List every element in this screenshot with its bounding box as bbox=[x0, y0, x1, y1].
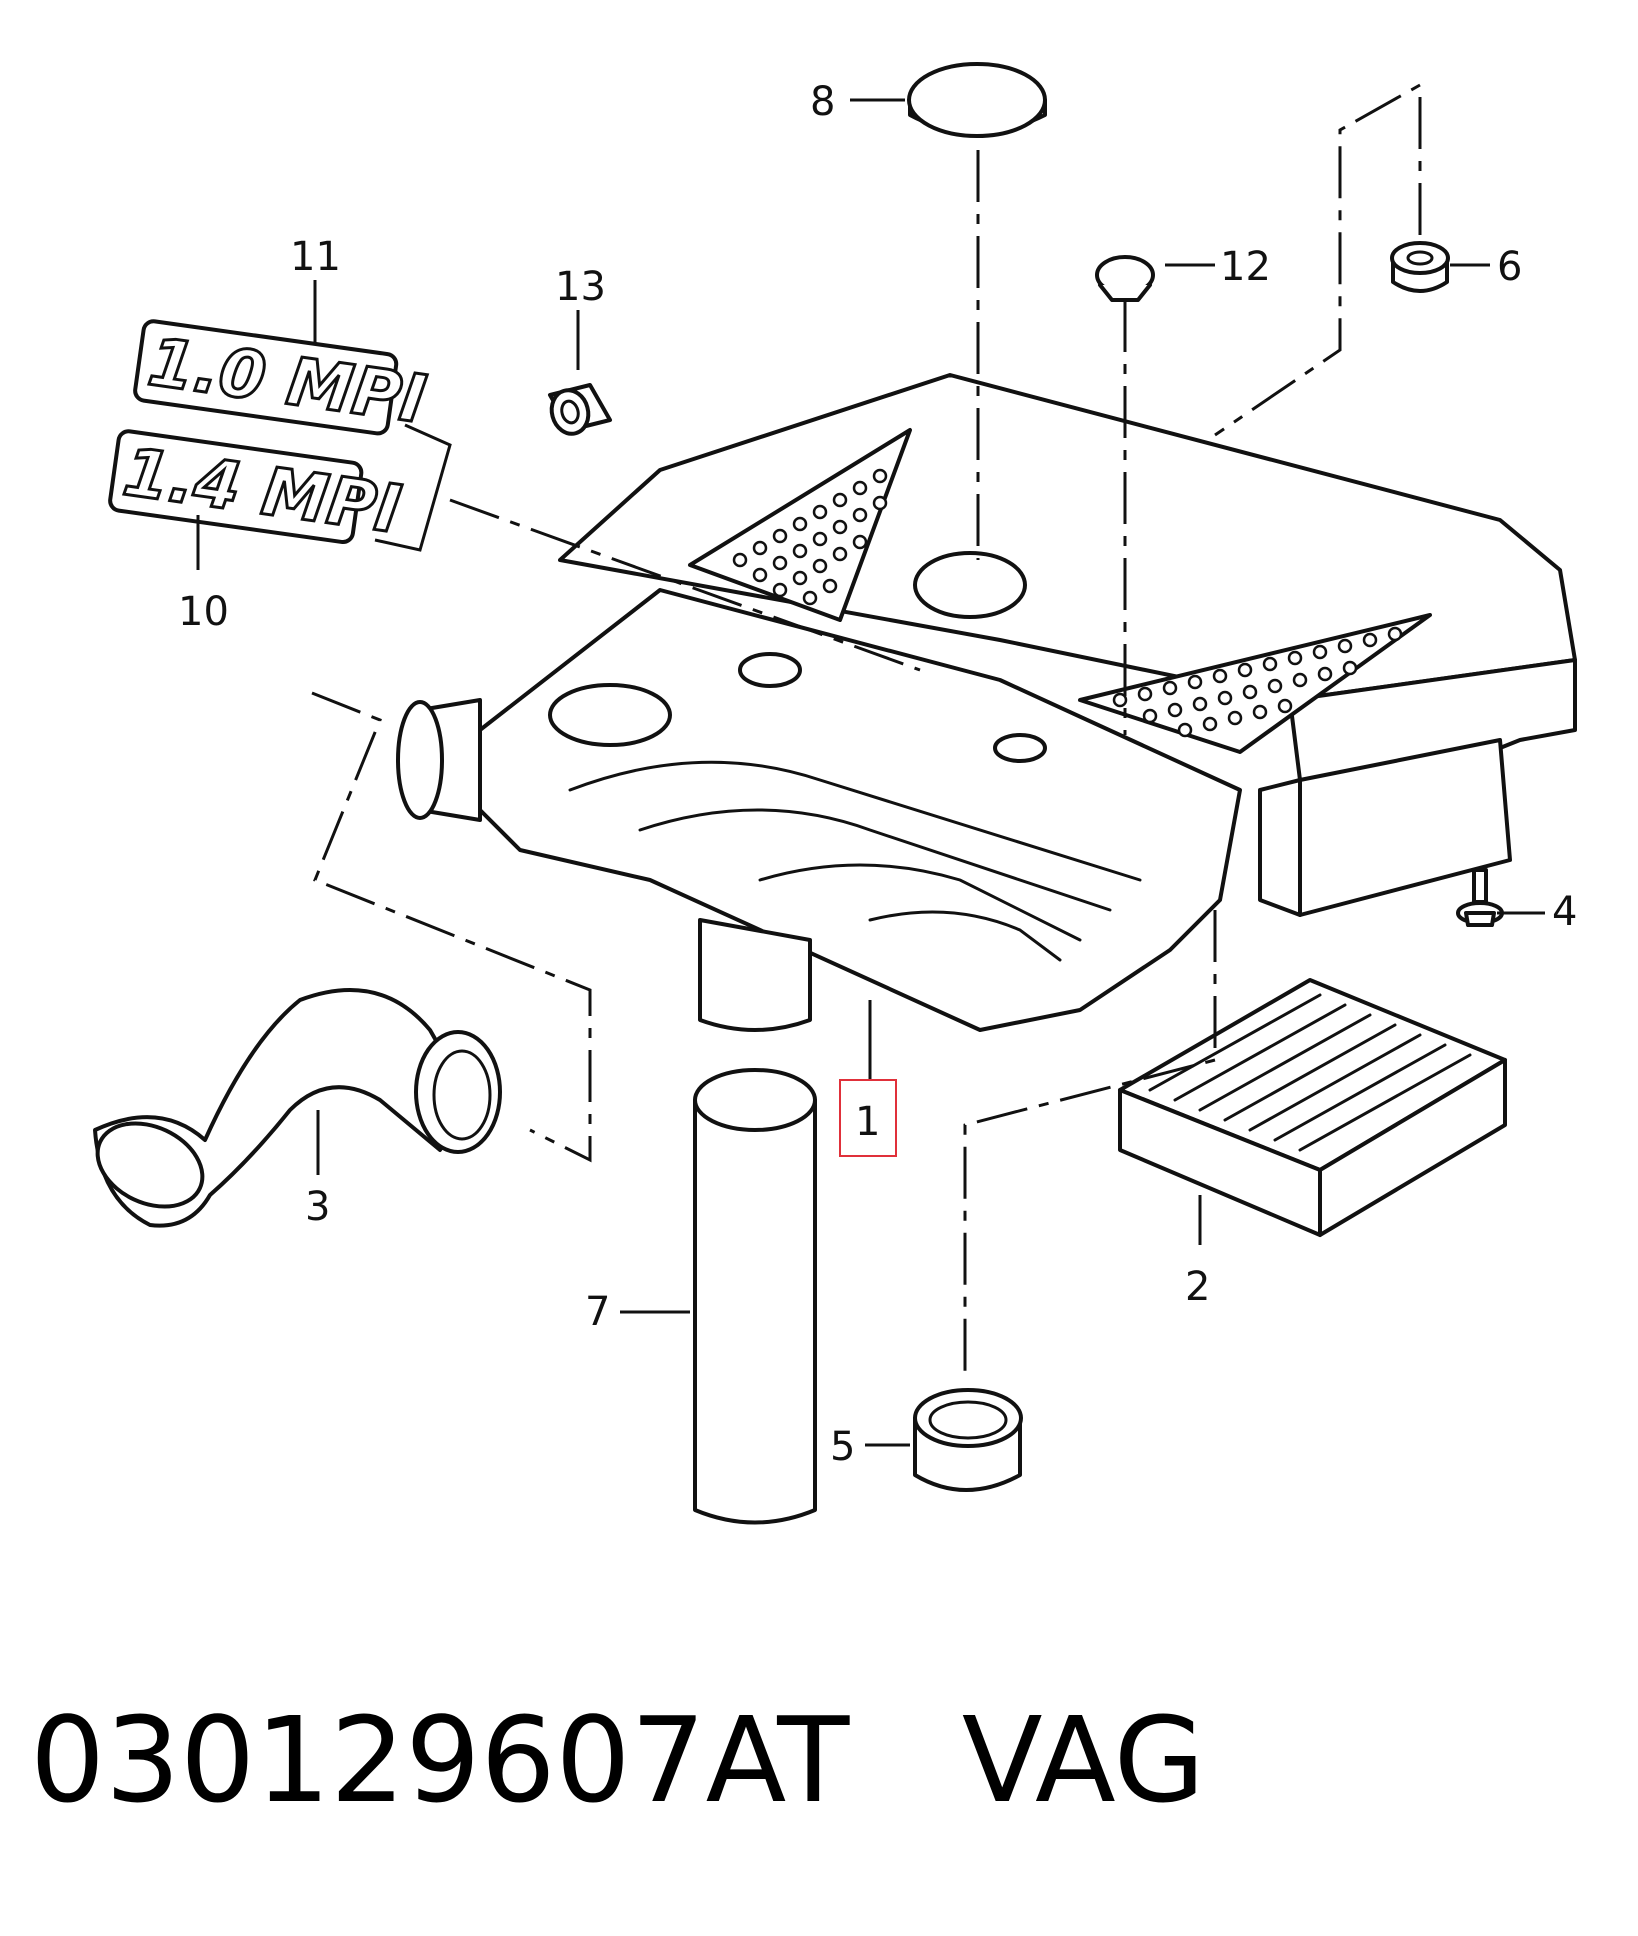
screw bbox=[1456, 868, 1504, 927]
sleeve bbox=[548, 383, 612, 436]
callout-11: 11 bbox=[290, 234, 341, 280]
rubber-mount bbox=[1390, 241, 1450, 293]
callout-10: 10 bbox=[178, 589, 229, 635]
part-number-caption: 030129607AT VAG bbox=[30, 1690, 1205, 1832]
cap bbox=[907, 62, 1047, 138]
callout-7: 7 bbox=[585, 1289, 610, 1335]
air-filter-housing bbox=[396, 373, 1577, 1032]
callout-3: 3 bbox=[305, 1184, 330, 1230]
callout-5: 5 bbox=[830, 1424, 855, 1470]
badge-1-4-mpi: 1.4 MPI bbox=[108, 429, 407, 550]
mesh-holes-left bbox=[732, 468, 888, 606]
callout-1: 1 bbox=[855, 1099, 880, 1145]
badge-1-0-mpi: 1.0 MPI bbox=[133, 319, 432, 440]
mesh-holes-right bbox=[1112, 626, 1403, 738]
assembly-lines bbox=[311, 82, 1422, 1380]
callout-12: 12 bbox=[1220, 244, 1271, 290]
air-filter-element bbox=[1118, 978, 1507, 1237]
callout-8: 8 bbox=[810, 79, 835, 125]
plug bbox=[1095, 255, 1155, 302]
grommet bbox=[913, 1388, 1023, 1492]
intake-hose bbox=[93, 988, 502, 1228]
callout-6: 6 bbox=[1497, 244, 1522, 290]
part-number: 030129607AT bbox=[30, 1691, 850, 1829]
callout-13: 13 bbox=[555, 264, 606, 310]
callout-2: 2 bbox=[1185, 1264, 1210, 1310]
callout-labels: 1 2 3 4 5 6 7 8 10 11 12 13 bbox=[178, 79, 1577, 1470]
leader-lines bbox=[196, 98, 1545, 1447]
brand-name: VAG bbox=[961, 1691, 1206, 1829]
callout-4: 4 bbox=[1552, 889, 1577, 935]
pipe bbox=[693, 1068, 817, 1525]
callout-1-highlight bbox=[839, 1079, 897, 1157]
